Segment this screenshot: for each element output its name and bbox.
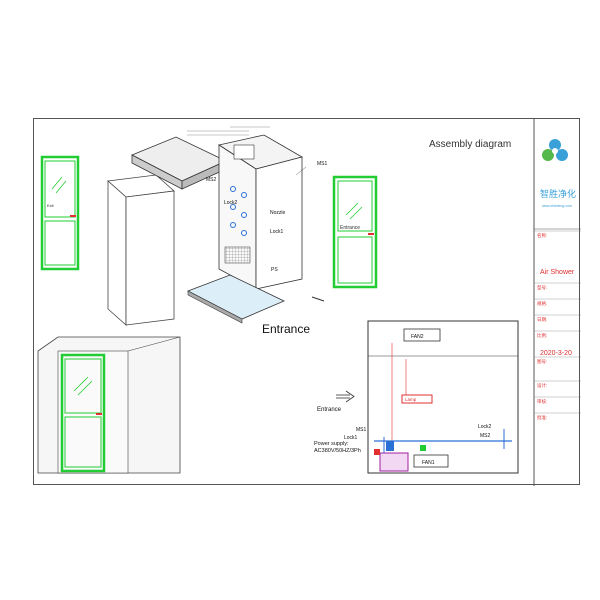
fan2-label: FAN2 <box>411 334 424 340</box>
title-block-row-label: 规格: <box>537 300 547 307</box>
title-block-row-label: 批准: <box>537 414 547 421</box>
diagram-title: Assembly diagram <box>429 139 511 150</box>
drawing-sheet: Assembly diagram Exit <box>33 118 581 486</box>
wiring-schematic <box>367 320 519 474</box>
ms2-label: MS2 <box>206 177 217 183</box>
schem-ms2-label: MS2 <box>480 433 491 439</box>
air-shower-body <box>217 134 304 290</box>
power-supply-line1: Power supply: <box>314 441 349 447</box>
title-block-row-label: 日期: <box>537 317 547 323</box>
assembly-drawing: Assembly diagram Exit <box>37 119 581 486</box>
title-block-row-label: 型号: <box>537 284 547 291</box>
ps-label: PS <box>271 267 278 273</box>
entrance-main-label: Entrance <box>262 322 310 336</box>
exit-door: Exit <box>40 155 80 271</box>
title-block <box>533 119 581 486</box>
lock2-label: Lock2 <box>224 200 238 206</box>
title-block-row-label: 图号: <box>537 359 547 365</box>
lock1-label: Lock1 <box>270 229 284 235</box>
front-view-unit <box>37 336 181 474</box>
exit-label: Exit <box>47 203 55 208</box>
entrance-door-label: Entrance <box>340 225 360 231</box>
drawing-date: 2020-3-20 <box>540 350 572 357</box>
title-block-rows: 名称: 型号: 规格: 日期: 比例: 图号: 设计: 审核: 批准: <box>534 230 581 421</box>
company-website: www.zhisheng.com <box>542 204 572 208</box>
schem-lock1-label: Lock1 <box>344 435 358 441</box>
title-block-row-label: 设计: <box>537 382 547 389</box>
nozzle-label: Nozzle <box>270 210 286 216</box>
side-panel <box>107 174 175 326</box>
schem-ms1-label: MS1 <box>356 427 367 433</box>
title-block-row-label: 审核: <box>537 398 547 405</box>
entrance-small-label: Entrance <box>317 407 342 413</box>
ms1-label: MS1 <box>317 161 328 167</box>
company-name: 智胜净化 <box>540 188 576 199</box>
power-supply-line2: AC380V/50HZ/3Ph <box>314 448 361 454</box>
floor-plate <box>187 274 285 324</box>
lamp-label: Lamp <box>405 397 417 402</box>
schem-lock2-label: Lock2 <box>478 424 492 430</box>
fan1-label: FAN1 <box>422 460 435 466</box>
title-block-row-label: 名称: <box>537 232 547 239</box>
title-block-row-label: 比例: <box>537 332 547 339</box>
entrance-door: Entrance <box>332 175 378 289</box>
product-name: Air Shower <box>540 269 575 276</box>
direction-arrow <box>336 390 355 403</box>
